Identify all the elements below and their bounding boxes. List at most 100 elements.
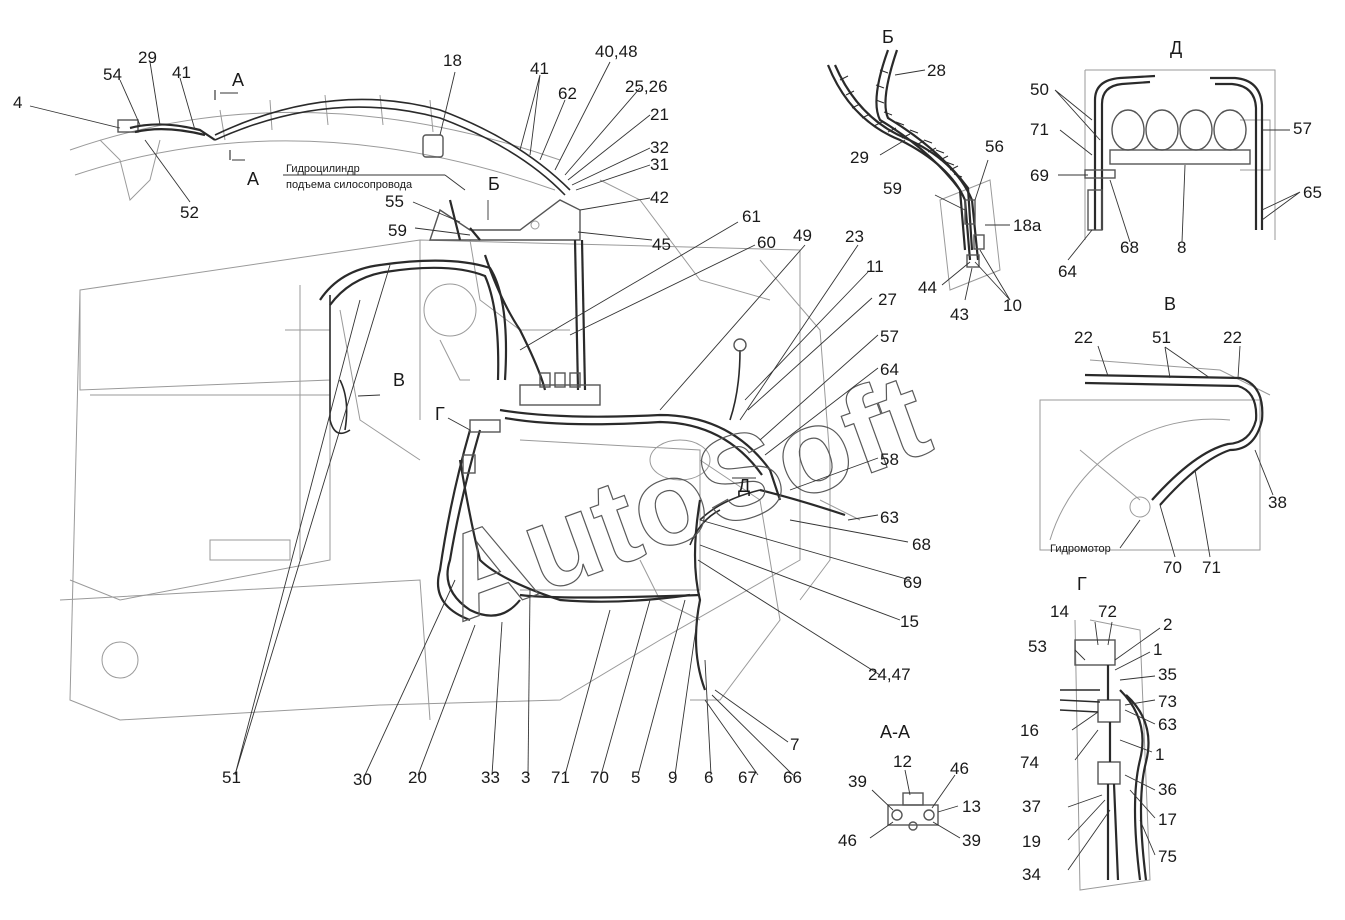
view-marker-a-top: А <box>232 70 244 90</box>
label-45: 45 <box>652 235 671 254</box>
detail-b-title: Б <box>882 27 894 47</box>
label-74: 74 <box>1020 753 1039 772</box>
label-53: 53 <box>1028 637 1047 656</box>
label-39-bottom: 39 <box>962 831 981 850</box>
label-7: 7 <box>790 735 799 754</box>
detail-d-title: Д <box>1170 38 1182 58</box>
label-19: 19 <box>1022 832 1041 851</box>
label-1-top: 1 <box>1153 640 1162 659</box>
label-57: 57 <box>880 327 899 346</box>
silo-pipe-outline <box>69 94 581 241</box>
label-43: 43 <box>950 305 969 324</box>
view-marker-d: Д <box>738 476 750 496</box>
view-marker-g: Г <box>435 404 445 424</box>
label-63-g: 63 <box>1158 715 1177 734</box>
label-24-47: 24,47 <box>868 665 911 684</box>
detail-g-title: Г <box>1077 574 1087 594</box>
label-10: 10 <box>1003 296 1022 315</box>
label-22-right: 22 <box>1223 328 1242 347</box>
label-15: 15 <box>900 612 919 631</box>
label-28: 28 <box>927 61 946 80</box>
label-63: 63 <box>880 508 899 527</box>
label-64-d: 64 <box>1058 262 1077 281</box>
label-1-bottom: 1 <box>1155 745 1164 764</box>
label-57-d: 57 <box>1293 119 1312 138</box>
label-68: 68 <box>912 535 931 554</box>
label-35: 35 <box>1158 665 1177 684</box>
note-cylinder-line2: подъема силосопровода <box>286 179 413 191</box>
label-38: 38 <box>1268 493 1287 512</box>
section-markers <box>214 90 756 479</box>
label-71: 71 <box>551 768 570 787</box>
label-29: 29 <box>138 48 157 67</box>
note-motor: Гидромотор <box>1050 543 1111 555</box>
label-22-left: 22 <box>1074 328 1093 347</box>
label-20: 20 <box>408 768 427 787</box>
label-14: 14 <box>1050 602 1069 621</box>
label-42: 42 <box>650 188 669 207</box>
label-59-detail: 59 <box>883 179 902 198</box>
detail-g: Г 14 72 2 53 1 35 73 16 63 74 1 <box>1020 574 1177 891</box>
label-46-top: 46 <box>950 759 969 778</box>
label-32: 32 <box>650 138 669 157</box>
detail-v: В 22 51 22 38 70 71 Гидромотор <box>1039 294 1287 577</box>
label-62: 62 <box>558 84 577 103</box>
label-51: 51 <box>222 768 241 787</box>
label-61: 61 <box>742 207 761 226</box>
label-37: 37 <box>1022 797 1041 816</box>
label-2: 2 <box>1163 615 1172 634</box>
label-36: 36 <box>1158 780 1177 799</box>
label-5: 5 <box>631 768 640 787</box>
label-12: 12 <box>893 752 912 771</box>
label-71-d: 71 <box>1030 120 1049 139</box>
section-aa: А-А 39 12 46 13 46 39 <box>838 722 981 850</box>
label-60: 60 <box>757 233 776 252</box>
label-25-26: 25,26 <box>625 77 668 96</box>
label-59: 59 <box>388 221 407 240</box>
label-49: 49 <box>793 226 812 245</box>
label-3: 3 <box>521 768 530 787</box>
note-cylinder-line1: Гидроцилиндр <box>286 163 360 175</box>
label-27: 27 <box>878 290 897 309</box>
section-aa-title: А-А <box>880 722 910 742</box>
label-66: 66 <box>783 768 802 787</box>
label-31: 31 <box>650 155 669 174</box>
main-hose-lines <box>129 98 846 691</box>
label-75: 75 <box>1158 847 1177 866</box>
detail-d: Д 50 71 69 64 68 8 57 65 <box>1030 38 1322 281</box>
label-29-detail: 29 <box>850 148 869 167</box>
label-73: 73 <box>1158 692 1177 711</box>
label-30: 30 <box>353 770 372 789</box>
label-70: 70 <box>590 768 609 787</box>
label-17: 17 <box>1158 810 1177 829</box>
label-69-d: 69 <box>1030 166 1049 185</box>
label-4: 4 <box>13 93 22 112</box>
detail-b: Б 28 29 56 59 18а 44 43 10 <box>826 27 1042 324</box>
label-54: 54 <box>103 65 122 84</box>
label-46-bottom: 46 <box>838 831 857 850</box>
label-39-top: 39 <box>848 772 867 791</box>
view-marker-v: В <box>393 370 405 390</box>
main-leader-lines <box>29 61 911 776</box>
label-13: 13 <box>962 797 981 816</box>
label-72: 72 <box>1098 602 1117 621</box>
label-21: 21 <box>650 105 669 124</box>
label-8: 8 <box>1177 238 1186 257</box>
label-56: 56 <box>985 137 1004 156</box>
label-64: 64 <box>880 360 899 379</box>
label-9: 9 <box>668 768 677 787</box>
label-50: 50 <box>1030 80 1049 99</box>
label-67: 67 <box>738 768 757 787</box>
label-68-d: 68 <box>1120 238 1139 257</box>
label-69: 69 <box>903 573 922 592</box>
label-65: 65 <box>1303 183 1322 202</box>
label-55: 55 <box>385 192 404 211</box>
label-33: 33 <box>481 768 500 787</box>
label-44: 44 <box>918 278 937 297</box>
label-58: 58 <box>880 450 899 469</box>
label-23: 23 <box>845 227 864 246</box>
label-40-48: 40,48 <box>595 42 638 61</box>
label-16: 16 <box>1020 721 1039 740</box>
